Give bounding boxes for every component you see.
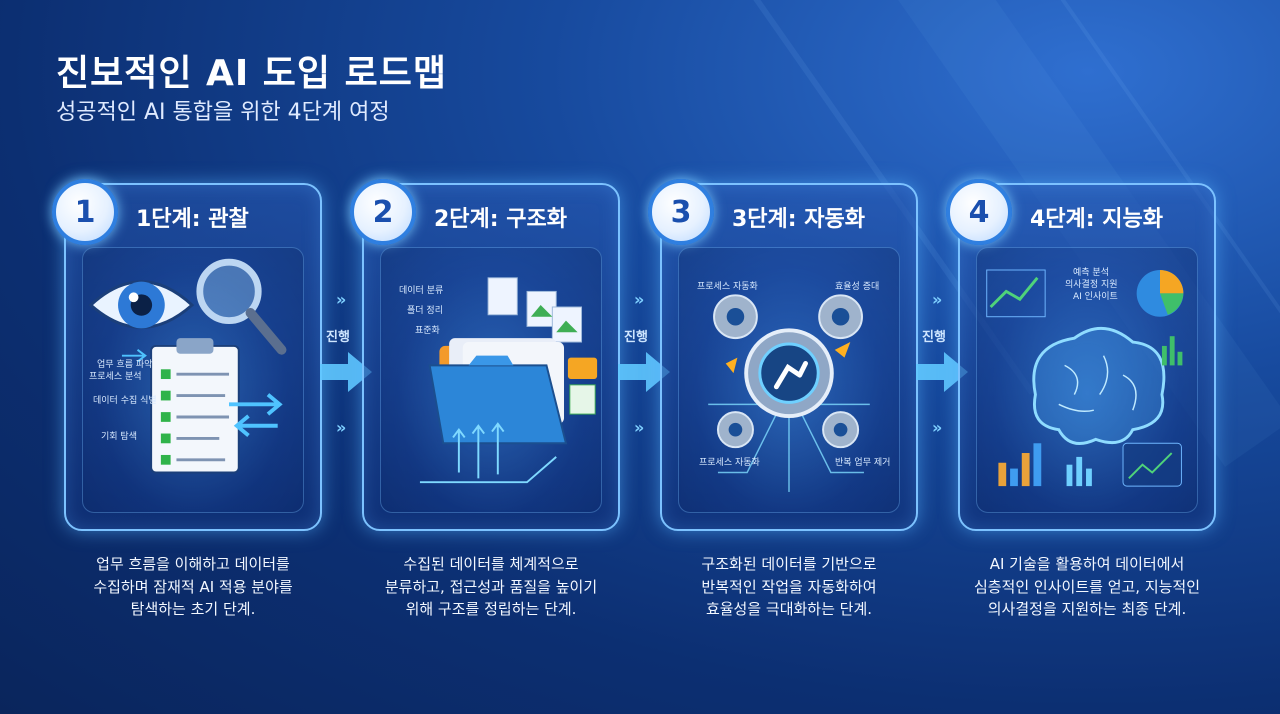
illus-label: 데이터 분류	[399, 286, 444, 296]
chevron-right-icon: »	[634, 418, 645, 437]
desc-line: 심층적인 인사이트를 얻고, 지능적인	[973, 577, 1201, 596]
chevron-right-icon: »	[932, 418, 943, 437]
chevron-right-icon: »	[336, 290, 347, 309]
arrow-right-icon	[320, 352, 372, 392]
illus-label: 예측 분석	[1073, 268, 1109, 278]
observation-illustration: 업무 흐름 파악 프로세스 분석 데이터 수집 식별 기회 탐색	[82, 247, 304, 513]
progress-connector: » 진행 »	[618, 290, 670, 440]
arrow-right-icon	[618, 352, 670, 392]
step-number-badge: 2	[350, 179, 416, 245]
step-header: 4 4단계: 지능화	[946, 179, 1214, 247]
chevron-right-icon: »	[932, 290, 943, 309]
step-title: 1단계: 관찰	[136, 207, 249, 232]
step-title: 2단계: 구조화	[434, 207, 567, 232]
desc-line: 분류하고, 접근성과 품질을 높이기	[384, 577, 598, 596]
desc-line: 업무 흐름을 이해하고 데이터를	[96, 555, 290, 573]
illus-label: 데이터 수집 식별	[93, 396, 157, 406]
illus-label: 업무 흐름 파악	[97, 360, 153, 370]
chevron-right-icon: »	[634, 290, 645, 309]
step-description: 구조화된 데이터를 기반으로 반복적인 작업을 자동화하여 효율성을 극대화하는…	[639, 553, 939, 621]
connector-label: 진행	[326, 330, 350, 345]
arrow-right-icon	[916, 352, 968, 392]
gears-robot-arm-icon	[708, 294, 870, 492]
chevron-right-icon: »	[336, 418, 347, 437]
step-number-badge: 3	[648, 179, 714, 245]
step-header: 2 2단계: 구조화	[350, 179, 618, 247]
desc-line: 효율성을 극대화하는 단계.	[705, 600, 873, 618]
illus-label: 기회 탐색	[101, 432, 137, 442]
step-description: 업무 흐름을 이해하고 데이터를 수집하며 잠재적 AI 적용 분야를 탐색하는…	[43, 553, 343, 621]
step-title: 4단계: 지능화	[1030, 207, 1163, 232]
connector-label: 진행	[922, 330, 946, 345]
desc-line: 구조화된 데이터를 기반으로	[701, 555, 877, 573]
step-card-3[interactable]: 3 3단계: 자동화 프로세스 자동화 효율성 증대 프로세스 자동화 반복 업…	[648, 179, 918, 531]
progress-connector: » 진행 »	[916, 290, 968, 440]
intelligence-illustration: 예측 분석 의사결정 지원 AI 인사이트	[976, 247, 1198, 513]
folder-icon	[419, 277, 598, 484]
step-description: 수집된 데이터를 체계적으로 분류하고, 접근성과 품질을 높이기 위해 구조를…	[341, 553, 641, 621]
illus-label: 폴더 정리	[407, 306, 443, 316]
step-number-badge: 4	[946, 179, 1012, 245]
step-card-4[interactable]: 4 4단계: 지능화 예측 분석 의사결정 지원 AI 인사이트	[946, 179, 1216, 531]
desc-line: 수집하며 잠재적 AI 적용 분야를	[93, 577, 293, 596]
desc-line: 위해 구조를 정립하는 단계.	[405, 600, 577, 618]
step-card-1[interactable]: 1 1단계: 관찰 업무 흐름 파	[52, 179, 322, 531]
structuring-illustration: 데이터 분류 폴더 정리 표준화	[380, 247, 602, 513]
desc-line: 의사결정을 지원하는 최종 단계.	[987, 600, 1187, 618]
desc-line: 탐색하는 초기 단계.	[130, 600, 256, 618]
illus-label: 효율성 증대	[835, 282, 880, 292]
desc-line: 수집된 데이터를 체계적으로	[403, 555, 579, 573]
illus-label: 프로세스 자동화	[697, 282, 758, 292]
progress-connector: » 진행 »	[320, 290, 372, 440]
step-number-badge: 1	[52, 179, 118, 245]
step-title: 3단계: 자동화	[732, 207, 865, 232]
step-header: 1 1단계: 관찰	[52, 179, 320, 247]
illus-label: AI 인사이트	[1073, 292, 1118, 302]
brain-analytics-icon	[986, 269, 1184, 487]
illus-label: 프로세스 자동화	[699, 458, 760, 468]
step-header: 3 3단계: 자동화	[648, 179, 916, 247]
desc-line: AI 기술을 활용하여 데이터에서	[989, 555, 1185, 573]
automation-illustration: 프로세스 자동화 효율성 증대 프로세스 자동화 반복 업무 제거	[678, 247, 900, 513]
page-title: 진보적인 AI 도입 로드맵	[56, 53, 447, 94]
illus-label: 표준화	[415, 326, 440, 336]
page-subtitle: 성공적인 AI 통합을 위한 4단계 여정	[56, 100, 390, 125]
step-card-2[interactable]: 2 2단계: 구조화 데이터 분류 폴더 정리 표준화	[350, 179, 620, 531]
illus-label: 프로세스 분석	[89, 372, 142, 382]
desc-line: 반복적인 작업을 자동화하여	[701, 577, 877, 596]
step-description: AI 기술을 활용하여 데이터에서 심층적인 인사이트를 얻고, 지능적인 의사…	[937, 553, 1237, 621]
connector-label: 진행	[624, 330, 648, 345]
illus-label: 의사결정 지원	[1065, 280, 1118, 290]
illus-label: 반복 업무 제거	[835, 458, 891, 468]
eye-magnifier-icon	[88, 258, 287, 474]
